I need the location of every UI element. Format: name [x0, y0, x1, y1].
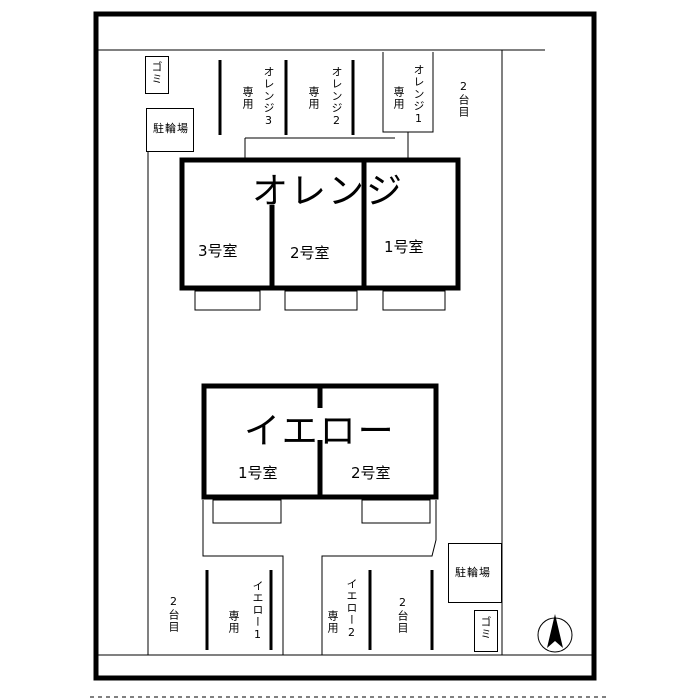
trash-area-bottom: ゴミ	[474, 610, 498, 652]
parking-second-car: 2台目	[457, 80, 470, 118]
parking-outline	[382, 52, 434, 133]
balcony	[382, 290, 446, 311]
parking-orange-3: オレンジ3	[262, 66, 275, 128]
parking-yellow-1: イエロー1	[251, 580, 264, 642]
north-arrow-icon	[537, 614, 573, 653]
trash-area-top: ゴミ	[145, 56, 169, 94]
approach-path	[321, 500, 437, 655]
bicycle-parking-bottom: 駐輪場	[448, 543, 502, 603]
bicycle-parking-top: 駐輪場	[146, 108, 194, 152]
parking-dedicated-label: 専用	[227, 610, 240, 634]
balcony	[284, 290, 358, 311]
parking-second-car: 2台目	[396, 596, 409, 634]
site-boundary	[93, 11, 597, 681]
building-name-orange: オレンジ	[252, 171, 405, 212]
parking-second-car: 2台目	[167, 595, 180, 633]
parking-orange-1: オレンジ1	[412, 64, 425, 126]
parking-orange-2: オレンジ2	[330, 66, 343, 128]
room-label: 1号室	[384, 238, 424, 256]
room-label: 2号室	[351, 464, 391, 482]
trash-label: ゴミ	[150, 61, 163, 85]
parking-dedicated-label: 専用	[241, 86, 254, 110]
building-name-yellow: イエロー	[244, 411, 396, 452]
parking-dedicated-label: 専用	[392, 86, 405, 110]
parking-dedicated-label: 専用	[307, 86, 320, 110]
room-label: 3号室	[198, 242, 238, 260]
room-label: 2号室	[290, 244, 330, 262]
trash-label: ゴミ	[479, 616, 492, 640]
balcony	[194, 290, 261, 311]
parking-yellow-2: イエロー2	[345, 578, 358, 640]
bicycle-label: 駐輪場	[455, 566, 491, 579]
orange-building	[179, 157, 461, 291]
parking-dedicated-label: 専用	[326, 610, 339, 634]
balcony	[361, 499, 431, 524]
room-label: 1号室	[238, 464, 278, 482]
balcony	[212, 499, 282, 524]
approach-path	[202, 500, 284, 655]
bicycle-label: 駐輪場	[153, 122, 189, 135]
